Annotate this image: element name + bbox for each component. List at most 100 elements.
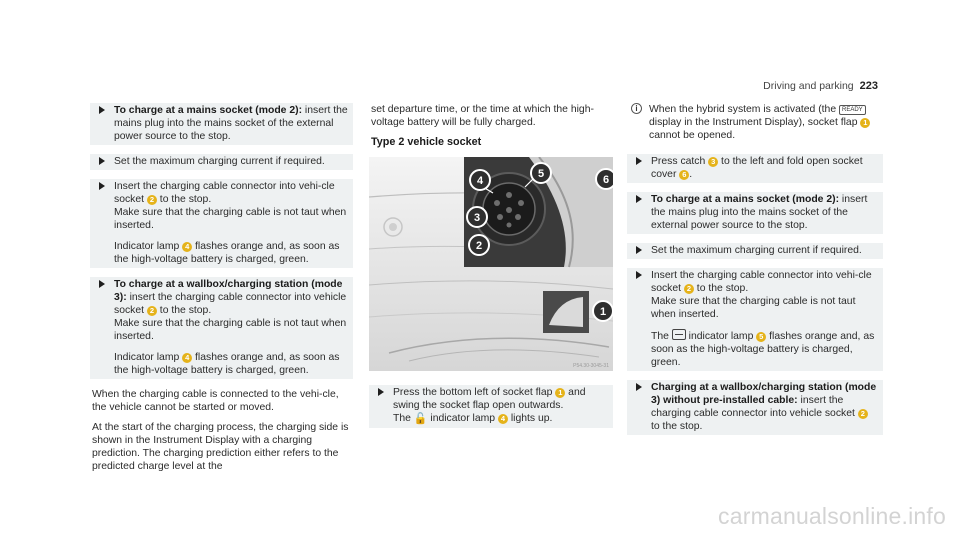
text: indicator lamp — [427, 413, 498, 424]
text: display in the Instrument Display), sock… — [649, 117, 861, 128]
text: and swing the socket flap open outwards. — [393, 387, 586, 411]
step-text: To charge at a wallbox/charging station … — [114, 278, 349, 343]
step-arrow-icon — [636, 271, 642, 279]
step-text: Set the maximum charging current if requ… — [114, 156, 325, 167]
column-middle: set departure time, or the time at which… — [369, 103, 613, 437]
section-title: Driving and parking — [763, 80, 854, 92]
column-right: i When the hybrid system is activated (t… — [627, 103, 883, 444]
ref-badge-4: 4 — [497, 414, 508, 424]
charging-status-icon — [671, 329, 686, 340]
step-arrow-icon — [99, 280, 105, 288]
step-arrow-icon — [636, 246, 642, 254]
callout-2: 2 — [468, 234, 490, 256]
step-insert-connector: Insert the charging cable connector into… — [90, 179, 353, 268]
text: cannot be opened. — [649, 130, 736, 141]
text: to the stop. — [693, 283, 749, 294]
watermark: carmanualsonline.info — [718, 503, 946, 529]
text: Insert the charging cable connector into… — [114, 181, 335, 205]
step-text: To charge at a mains socket (mode 2): in… — [651, 193, 879, 232]
callout-1-label: 1 — [600, 306, 606, 318]
text: flashes orange and, as soon as the high-… — [114, 352, 340, 376]
paragraph-connected: When the charging cable is connected to … — [92, 389, 339, 413]
ref-badge-4: 4 — [182, 242, 193, 252]
step-text: Insert the charging cable connector into… — [114, 180, 349, 232]
page-number: 223 — [859, 80, 878, 92]
text: Insert the charging cable connector into… — [651, 270, 872, 294]
socket-illustration: 4 5 6 3 2 1 P54.30-3045-31 — [369, 157, 613, 371]
text: Indicator lamp — [114, 352, 183, 363]
callout-2-label: 2 — [476, 240, 482, 252]
step-text: Press catch 3 to the left and fold open … — [651, 155, 879, 181]
callout-5: 5 — [530, 162, 552, 184]
paragraph-prediction: At the start of the charging process, th… — [92, 422, 349, 472]
page-header: Driving and parking 223 — [763, 80, 878, 93]
text: insert the charging cable connector into… — [651, 395, 858, 419]
ready-indicator-icon: READY — [839, 105, 866, 115]
step-text: Charging at a wallbox/charging station (… — [651, 381, 879, 433]
text: flashes orange and, as soon as the high-… — [114, 241, 340, 265]
ref-badge-2: 2 — [146, 195, 157, 205]
note-text: When the hybrid system is activated (the… — [649, 103, 879, 142]
text: insert the charging cable connector into… — [114, 292, 347, 316]
ref-badge-1: 1 — [555, 388, 566, 398]
step-text: The indicator lamp 5 flashes orange and,… — [651, 329, 879, 369]
text: When the hybrid system is activated (the — [649, 104, 839, 115]
text: Make sure that the charging cable is not… — [114, 207, 347, 231]
step-heading: To charge at a wallbox/charging station … — [114, 279, 343, 303]
step-open-flap: Press the bottom left of socket flap 1 a… — [369, 385, 613, 428]
subsection-title: Type 2 vehicle socket — [371, 136, 482, 148]
text: lights up. — [507, 413, 553, 424]
text: to the stop. — [156, 305, 212, 316]
text: The — [393, 413, 414, 424]
lock-icon: 🔓 — [413, 413, 428, 425]
ref-badge-2: 2 — [146, 306, 157, 316]
step-press-catch: Press catch 3 to the left and fold open … — [627, 154, 883, 183]
step-text: Indicator lamp 4 flashes orange and, as … — [114, 351, 349, 377]
text: flashes orange and, as soon as the high-… — [651, 331, 875, 368]
text: . — [689, 169, 693, 180]
step-text: To charge at a mains socket (mode 2): in… — [114, 104, 349, 143]
text: Press the bottom left of socket flap — [393, 387, 556, 398]
text: Make sure that the charging cable is not… — [114, 318, 347, 342]
step-charging-current-2: Set the maximum charging current if requ… — [627, 243, 883, 259]
text: Indicator lamp — [114, 241, 183, 252]
paragraph-continued: set departure time, or the time at which… — [371, 104, 594, 128]
callout-4: 4 — [469, 169, 491, 191]
step-heading: To charge at a mains socket (mode 2): — [651, 194, 840, 205]
step-arrow-icon — [99, 182, 105, 190]
step-arrow-icon — [636, 195, 642, 203]
note-hybrid-system: i When the hybrid system is activated (t… — [627, 103, 883, 144]
socket-illustration-svg: 4 5 6 3 2 1 P54.30-3045-31 — [369, 157, 613, 371]
text: Make sure that the charging cable is not… — [651, 296, 856, 320]
callout-group: 4 5 6 3 2 1 — [466, 162, 613, 322]
step-text: Press the bottom left of socket flap 1 a… — [393, 386, 609, 426]
ref-badge-5: 5 — [756, 332, 767, 342]
step-arrow-icon — [636, 157, 642, 165]
step-text: Insert the charging cable connector into… — [651, 269, 879, 321]
callout-1: 1 — [592, 300, 613, 322]
step-wallbox: To charge at a wallbox/charging station … — [90, 277, 353, 379]
column-left: To charge at a mains socket (mode 2): in… — [90, 103, 353, 480]
callout-4-label: 4 — [477, 175, 484, 187]
step-text: Set the maximum charging current if requ… — [651, 245, 862, 256]
callout-5-label: 5 — [538, 168, 544, 180]
text: The — [651, 331, 672, 342]
step-body: insert the mains plug into the mains soc… — [114, 105, 348, 142]
step-arrow-icon — [636, 383, 642, 391]
text: to the stop. — [651, 421, 703, 432]
step-heading: Charging at a wallbox/charging station (… — [651, 382, 877, 406]
step-wallbox-2: Charging at a wallbox/charging station (… — [627, 380, 883, 435]
step-heading: To charge at a mains socket (mode 2): — [114, 105, 303, 116]
ref-badge-2: 2 — [857, 409, 868, 419]
text: to the stop. — [156, 194, 212, 205]
callout-6: 6 — [595, 168, 613, 190]
step-charging-current: Set the maximum charging current if requ… — [90, 154, 353, 170]
callout-6-label: 6 — [603, 174, 609, 186]
step-insert-connector-2: Insert the charging cable connector into… — [627, 268, 883, 371]
step-mains-socket-2: To charge at a mains socket (mode 2): in… — [627, 192, 883, 234]
text: to the left and fold open socket cover — [651, 156, 863, 180]
text: indicator lamp — [685, 331, 757, 342]
step-text: Indicator lamp 4 flashes orange and, as … — [114, 240, 349, 266]
ref-badge-3: 3 — [708, 157, 719, 167]
info-icon: i — [631, 103, 642, 114]
